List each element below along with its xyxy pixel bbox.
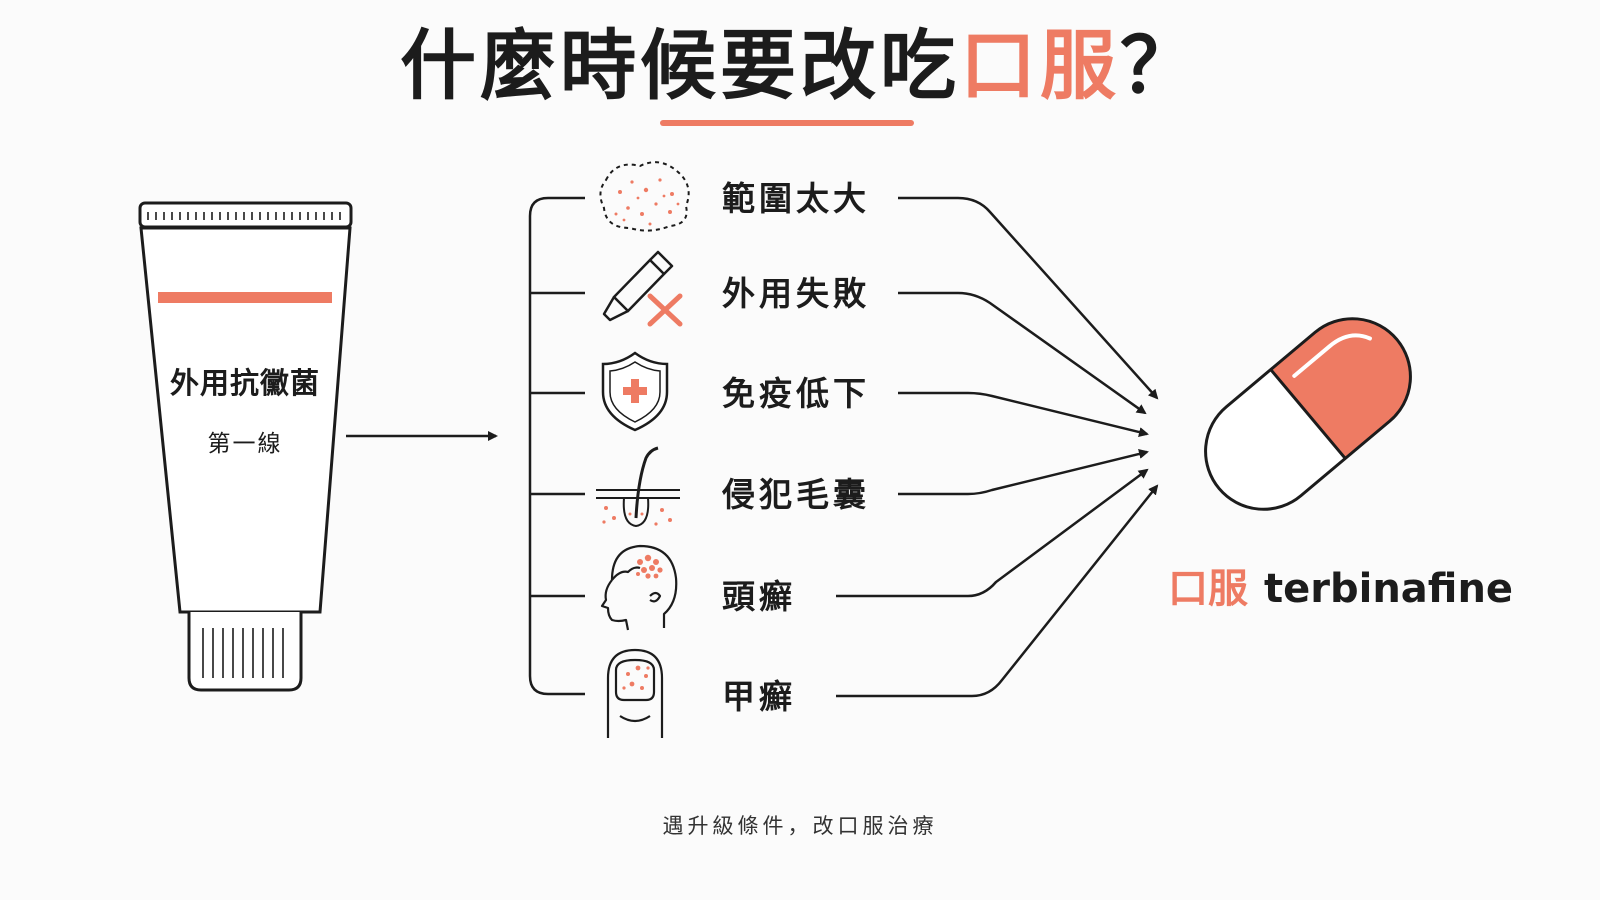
arrow-3 [898, 391, 1149, 437]
arrow-5 [836, 468, 1149, 598]
head-icon [600, 544, 678, 631]
caption: 遇升級條件，改口服治療 [662, 814, 938, 838]
condition-label: 外用失敗 [722, 274, 870, 313]
nail-icon [606, 648, 664, 738]
arrow-1 [898, 196, 1159, 400]
capsule-icon [1204, 317, 1412, 511]
conditions-bracket [528, 196, 585, 696]
title-highlight: 口服 [960, 21, 1120, 110]
hair-follicle-icon [596, 446, 680, 528]
condition-label: 侵犯毛囊 [722, 475, 870, 514]
arrow-4 [898, 449, 1149, 496]
page-title: 什麼時候要改吃口服？ [0, 28, 1600, 104]
result-route: 口服 [1168, 566, 1248, 612]
condition-label: 免疫低下 [722, 374, 870, 413]
arrow-2 [898, 291, 1147, 415]
title-prefix: 什麼時候要改吃 [400, 21, 960, 110]
result-label: 口服 terbinafine [1168, 556, 1513, 614]
tube-sublabel: 第一線 [207, 431, 283, 457]
tube-label: 外用抗黴菌 [169, 366, 320, 400]
failed-cream-icon [602, 250, 683, 327]
condition-arrows [836, 196, 1159, 698]
condition-label: 頭癬 [722, 577, 796, 616]
condition-label: 甲癬 [722, 677, 796, 716]
cream-tube-icon [138, 201, 353, 692]
drug-name: terbinafine [1264, 566, 1514, 612]
title-suffix: ？ [1120, 21, 1200, 110]
skin-patch-icon [599, 161, 690, 232]
shield-icon [601, 351, 669, 432]
condition-label: 範圍太大 [722, 179, 870, 218]
title-underline [660, 120, 914, 126]
arrow-6 [836, 484, 1159, 698]
